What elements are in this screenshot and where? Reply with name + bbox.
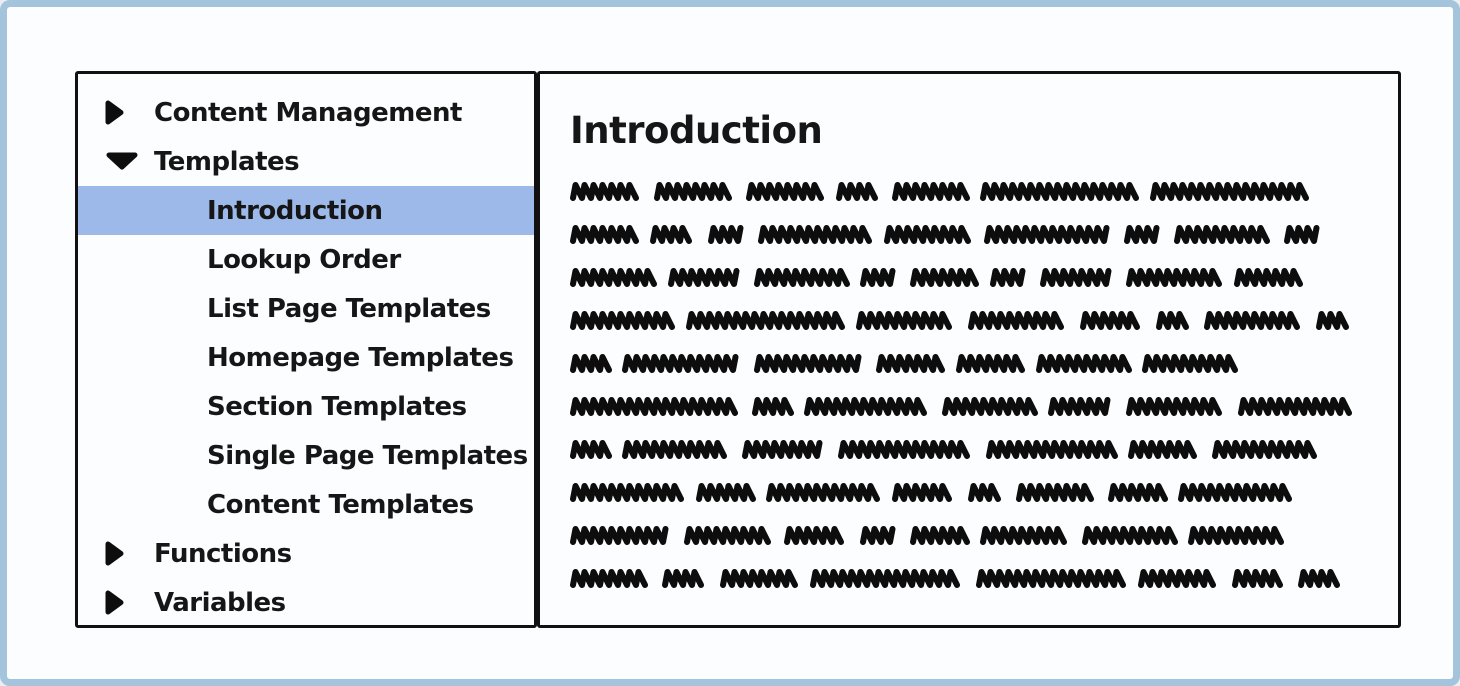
sidebar-item-label: Homepage Templates — [207, 342, 514, 373]
scribble-line — [570, 523, 1368, 560]
scribble-line — [570, 265, 1368, 302]
sidebar-item-label: Introduction — [207, 195, 383, 226]
scribble-line — [570, 437, 1368, 474]
sidebar-item-introduction[interactable]: Introduction — [78, 186, 534, 235]
sidebar-item-list-page-templates[interactable]: List Page Templates — [78, 284, 534, 333]
tree-collapsed-icon[interactable] — [104, 589, 154, 616]
sidebar-item-section-templates[interactable]: Section Templates — [78, 382, 534, 431]
tree-collapsed-icon[interactable] — [104, 540, 154, 567]
sidebar-item-label: Content Management — [154, 97, 462, 128]
sidebar-item-label: List Page Templates — [207, 293, 491, 324]
sidebar-item-homepage-templates[interactable]: Homepage Templates — [78, 333, 534, 382]
scribble-line — [570, 480, 1368, 517]
navigation-tree: Content Management Templates Introductio… — [75, 71, 537, 628]
tree-expanded-icon[interactable] — [104, 151, 154, 172]
sidebar-item-label: Single Page Templates — [207, 440, 528, 471]
scribble-line — [570, 308, 1368, 345]
scribble-line — [570, 222, 1368, 259]
placeholder-body-text — [570, 179, 1368, 603]
sidebar-item-variables[interactable]: Variables — [78, 578, 534, 627]
sidebar-item-label: Content Templates — [207, 489, 474, 520]
scribble-line — [570, 351, 1368, 388]
sidebar-item-label: Section Templates — [207, 391, 467, 422]
sidebar-item-functions[interactable]: Functions — [78, 529, 534, 578]
sidebar-item-single-page-templates[interactable]: Single Page Templates — [78, 431, 534, 480]
sidebar-item-content-management[interactable]: Content Management — [78, 88, 534, 137]
content-pane: Introduction — [537, 71, 1401, 628]
tree-collapsed-icon[interactable] — [104, 99, 154, 126]
page-title: Introduction — [570, 109, 823, 152]
scribble-line — [570, 566, 1368, 603]
scribble-line — [570, 394, 1368, 431]
sidebar-item-label: Functions — [154, 538, 292, 569]
sidebar-item-content-templates[interactable]: Content Templates — [78, 480, 534, 529]
sidebar-item-label: Variables — [154, 587, 286, 618]
sidebar-item-templates[interactable]: Templates — [78, 137, 534, 186]
scribble-line — [570, 179, 1368, 216]
sidebar-item-label: Lookup Order — [207, 244, 401, 275]
sidebar-item-label: Templates — [154, 146, 300, 177]
sidebar-item-lookup-order[interactable]: Lookup Order — [78, 235, 534, 284]
